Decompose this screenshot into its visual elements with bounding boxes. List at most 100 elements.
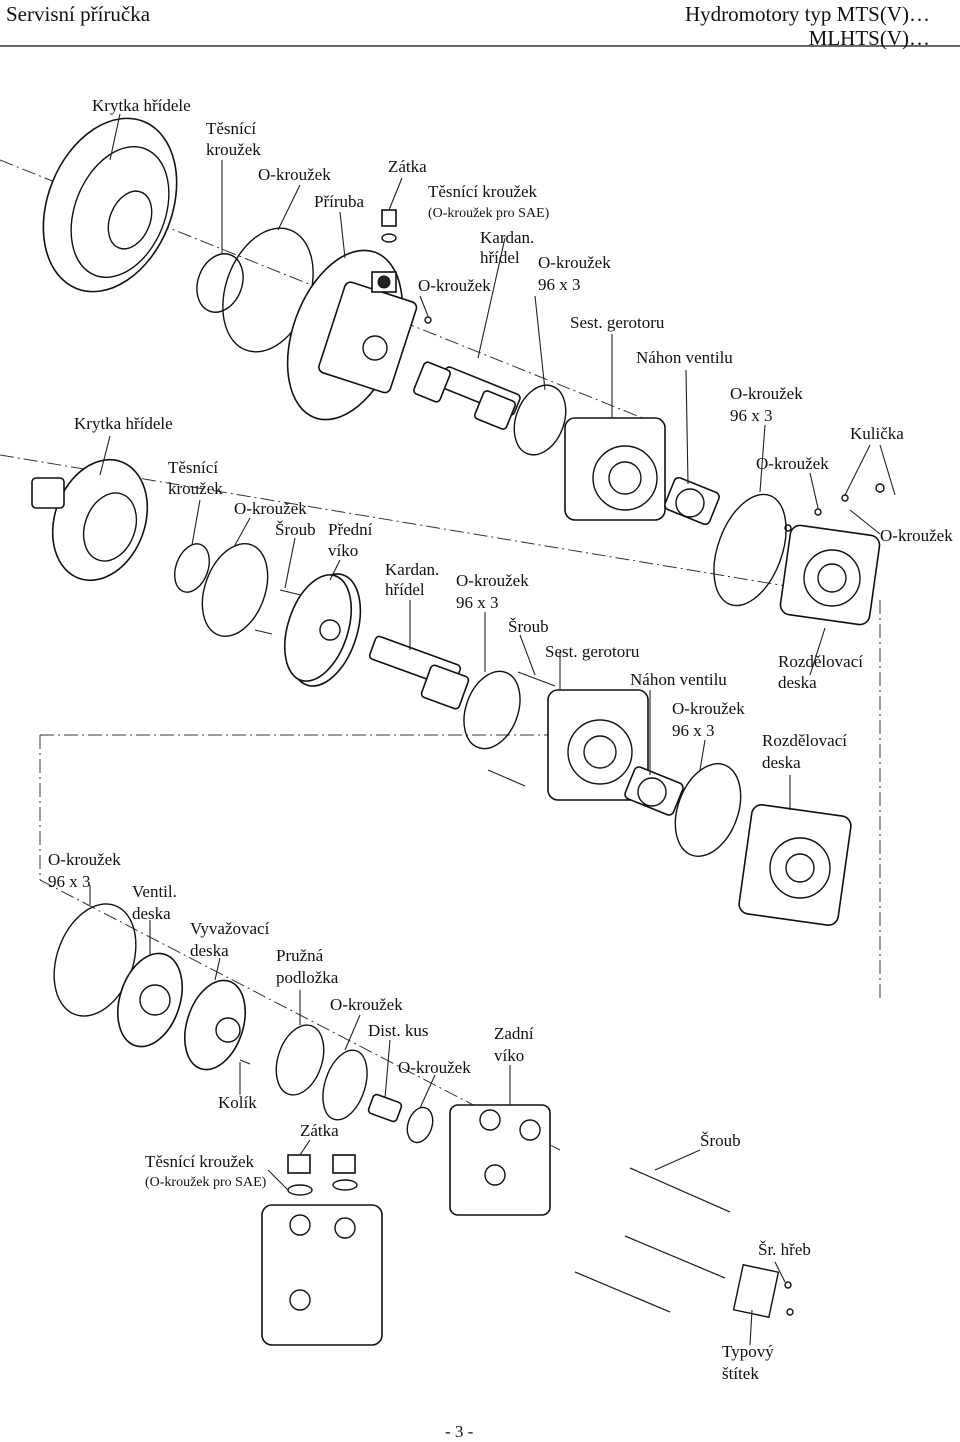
label-top-valve-drive: Náhon ventilu [636,348,733,367]
label-mid-shaft-cover: Krytka hřídele [74,414,173,433]
label-top-cardan-1: Kardan. [480,228,535,247]
label-spacer: Dist. kus [368,1021,429,1040]
model-line-1: Hydromotory typ MTS(V)… [685,2,930,26]
label-front-cover-1: Přední [328,520,373,539]
label-mid-cardan-1: Kardan. [385,560,440,579]
spring-washer [275,1024,325,1096]
bottom-o-ring [322,1049,368,1121]
label-drive-screw: Šr. hřeb [758,1240,811,1259]
label-mid-screw-2: Šroub [508,617,549,636]
label-bot-o-ring-2: O-kroužek [398,1058,471,1077]
top-distributor-plate [779,524,881,626]
label-mid-valve-drive: Náhon ventilu [630,670,727,689]
top-valve-drive [664,476,720,526]
top-shaft-cover [42,117,178,293]
label-mid-o-ring: O-kroužek [234,499,307,518]
label-ball: Kulička [850,424,904,443]
label-bot-o-ring-96-1: O-kroužek [48,850,121,869]
top-plug [381,209,397,243]
pin [239,1059,251,1065]
long-bolts [574,1167,731,1313]
label-bot-plug: Zátka [300,1121,339,1140]
label-top-shaft-cover: Krytka hřídele [92,96,191,115]
axis-middle [0,454,871,601]
label-bot-o-ring: O-kroužek [330,995,403,1014]
label-name-plate-1: Typový [722,1342,774,1361]
top-o-ring-valve [713,493,787,607]
page-number: - 3 - [445,1422,474,1441]
valve-plate [117,952,183,1048]
rear-cover [449,1104,551,1216]
top-small-o-ring-3 [814,508,822,516]
middle-front-cover [283,573,362,687]
bottom-housing [261,1204,383,1346]
middle-cardan-shaft [368,635,470,710]
label-mid-gerotor: Sest. gerotoru [545,642,640,661]
label-mid-o-ring-96-1: O-kroužek [456,571,529,590]
top-cardan-shaft [413,361,521,430]
top-small-o-ring [424,316,432,324]
label-top-o-ring: O-kroužek [258,165,331,184]
label-mid-o-ring-96b-1: O-kroužek [672,699,745,718]
label-mid-seal-1: Těsnící [168,458,219,477]
label-mid-distributor-1: Rozdělovací [762,731,847,750]
label-right-distributor-1: Rozdělovací [778,652,863,671]
middle-screw-3 [487,769,526,787]
label-rear-cover-1: Zadní [494,1024,534,1043]
manual-title: Servisní příručka [6,2,151,26]
top-flange [286,249,418,421]
label-bot-screw: Šroub [700,1131,741,1150]
middle-valve-drive [624,766,684,816]
label-top-gerotor: Sest. gerotoru [570,313,665,332]
drive-screws [784,1281,794,1316]
balance-plate [184,979,246,1071]
top-seal-ring [196,253,244,313]
label-spring-washer-2: podložka [276,968,339,987]
label-balance-plate-1: Vyvažovací [190,919,270,938]
middle-seal-ring [174,543,210,593]
middle-distributor-plate [738,804,852,926]
label-top-seal-1: Těsnící [206,119,257,138]
label-top-o-ring-b: O-kroužek [418,276,491,295]
bottom-plugs [287,1154,358,1196]
label-mid-o-ring-96b-2: 96 x 3 [672,721,715,740]
label-bot-seal-1: Těsnící kroužek [145,1152,255,1171]
label-flange: Příruba [314,192,365,211]
label-right-o-ring-96-1: O-kroužek [730,384,803,403]
label-top-o-ring-96-2: 96 x 3 [538,275,581,294]
label-valve-plate-2: deska [132,904,171,923]
label-spring-washer-1: Pružná [276,946,324,965]
label-top-o-ring-96-1: O-kroužek [538,253,611,272]
label-front-cover-2: víko [328,541,359,560]
label-mid-screw: Šroub [275,520,316,539]
label-mid-distributor-2: deska [762,753,801,772]
label-balance-plate-2: deska [190,941,229,960]
label-top-cardan-2: hřídel [480,248,520,267]
top-o-ring-96x3 [513,384,567,456]
model-line-2: MLHTS(V)… [808,26,930,50]
label-top-sae-seal-1: Těsnící kroužek [428,182,538,201]
label-right-o-ring: O-kroužek [756,454,829,473]
label-pin: Kolík [218,1093,257,1112]
middle-shaft-cover [31,458,149,582]
middle-o-ring [201,543,269,637]
label-mid-seal-2: kroužek [168,479,223,498]
name-plate [732,1263,780,1319]
label-bot-o-ring-96-2: 96 x 3 [48,872,91,891]
top-gerotor [564,417,666,521]
middle-gerotor [547,689,649,801]
bottom-o-ring-2 [406,1106,434,1144]
label-right-distributor-2: deska [778,673,817,692]
label-name-plate-2: štítek [722,1364,759,1383]
top-small-o-ring-2 [784,524,792,532]
ball [841,494,849,502]
label-top-plug: Zátka [388,157,427,176]
label-top-sae-seal-2: (O-kroužek pro SAE) [428,206,550,221]
ball-o-ring [875,483,885,493]
label-right-o-ring-2: O-kroužek [880,526,953,545]
label-rear-cover-2: víko [494,1046,525,1065]
middle-o-ring-valve [674,763,742,857]
label-mid-cardan-2: hřídel [385,580,425,599]
